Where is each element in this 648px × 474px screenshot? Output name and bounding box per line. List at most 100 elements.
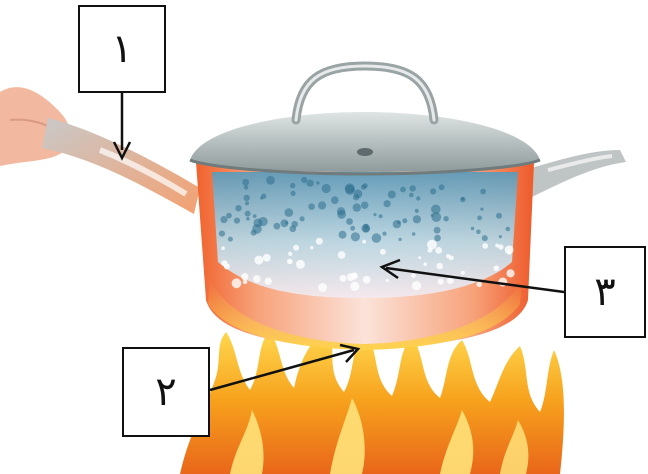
bubble [235, 205, 241, 211]
bubble [438, 279, 444, 285]
bubble [219, 231, 225, 237]
bubble [347, 273, 355, 281]
bubble [224, 264, 230, 270]
bubble [373, 213, 376, 216]
bubble [480, 189, 486, 195]
bubble [363, 225, 370, 232]
bubble [397, 221, 401, 225]
bubble [244, 195, 250, 201]
bubble [431, 214, 434, 217]
bubble [234, 218, 240, 224]
bubble [413, 215, 421, 223]
bubble [220, 216, 227, 223]
bubble [285, 221, 288, 224]
bubble [418, 256, 421, 259]
bubble [338, 251, 346, 259]
bubble [339, 231, 347, 239]
bubble [372, 233, 382, 243]
bubble [363, 276, 371, 284]
bubble [361, 184, 366, 189]
bubble [350, 282, 359, 291]
bubble [410, 185, 416, 191]
bubble [301, 177, 307, 183]
bubble [493, 265, 499, 271]
bubble [412, 281, 421, 290]
bubble [382, 232, 386, 236]
bubble [316, 238, 323, 245]
bubble [446, 254, 450, 258]
bubble [300, 216, 305, 221]
bubble [384, 200, 391, 207]
bubble [434, 235, 441, 242]
bubble [266, 176, 275, 185]
bubble [274, 223, 281, 230]
bubble [482, 243, 488, 249]
bubble [400, 187, 406, 193]
bubble [443, 216, 448, 221]
arrow-1 [114, 93, 130, 158]
label-box-3: ٣ [564, 246, 646, 338]
bubble [435, 247, 442, 254]
bubble [379, 214, 383, 218]
bubble [398, 238, 401, 241]
bubble [434, 227, 441, 234]
bubble [316, 181, 319, 184]
bubble [293, 245, 299, 251]
bubble [243, 280, 248, 285]
bubble [402, 218, 407, 223]
bubble [476, 230, 481, 235]
bubble [499, 235, 502, 238]
bubble [253, 275, 261, 283]
bubble [354, 273, 358, 277]
bubble [439, 184, 445, 190]
bubble [496, 213, 502, 219]
bubble [242, 179, 249, 186]
bubble [308, 203, 315, 210]
bubble [331, 196, 339, 204]
bubble [423, 262, 427, 266]
right-handle-icon [524, 150, 626, 198]
bubble [253, 214, 257, 218]
bubble [477, 216, 482, 221]
lid-icon [190, 66, 540, 174]
bubble [461, 271, 465, 275]
bubble [254, 256, 263, 265]
bubble [460, 197, 465, 202]
bubble [244, 185, 248, 189]
bubble [482, 235, 488, 241]
bubble [290, 183, 295, 188]
bubble [415, 209, 419, 213]
bubble [265, 278, 272, 285]
bubble [507, 251, 511, 255]
bubble [318, 283, 327, 292]
label-2: ٢ [155, 369, 176, 415]
bubble [263, 254, 271, 262]
bubble [245, 201, 249, 205]
bubble [353, 194, 359, 200]
bubble [318, 201, 326, 209]
bubble [353, 203, 361, 211]
label-box-2: ٢ [122, 347, 210, 437]
bubble [291, 221, 298, 228]
bubble [506, 227, 511, 232]
bubble [436, 263, 443, 270]
bubble [241, 273, 248, 280]
bubble [427, 240, 437, 250]
bubble [307, 180, 314, 187]
bubble [412, 232, 416, 236]
bubble [221, 246, 225, 250]
bubble [430, 188, 436, 194]
bubble [226, 213, 232, 219]
bubble [351, 232, 360, 241]
bubble [362, 240, 366, 244]
bubble [345, 183, 355, 193]
bubble [296, 260, 305, 269]
bubble [285, 208, 294, 217]
bubble [258, 217, 267, 226]
bubble [310, 246, 313, 249]
bubble [476, 282, 482, 288]
label-box-1: ١ [78, 5, 166, 93]
bubble [246, 217, 250, 221]
bubble [245, 211, 251, 217]
bubble [232, 278, 242, 288]
